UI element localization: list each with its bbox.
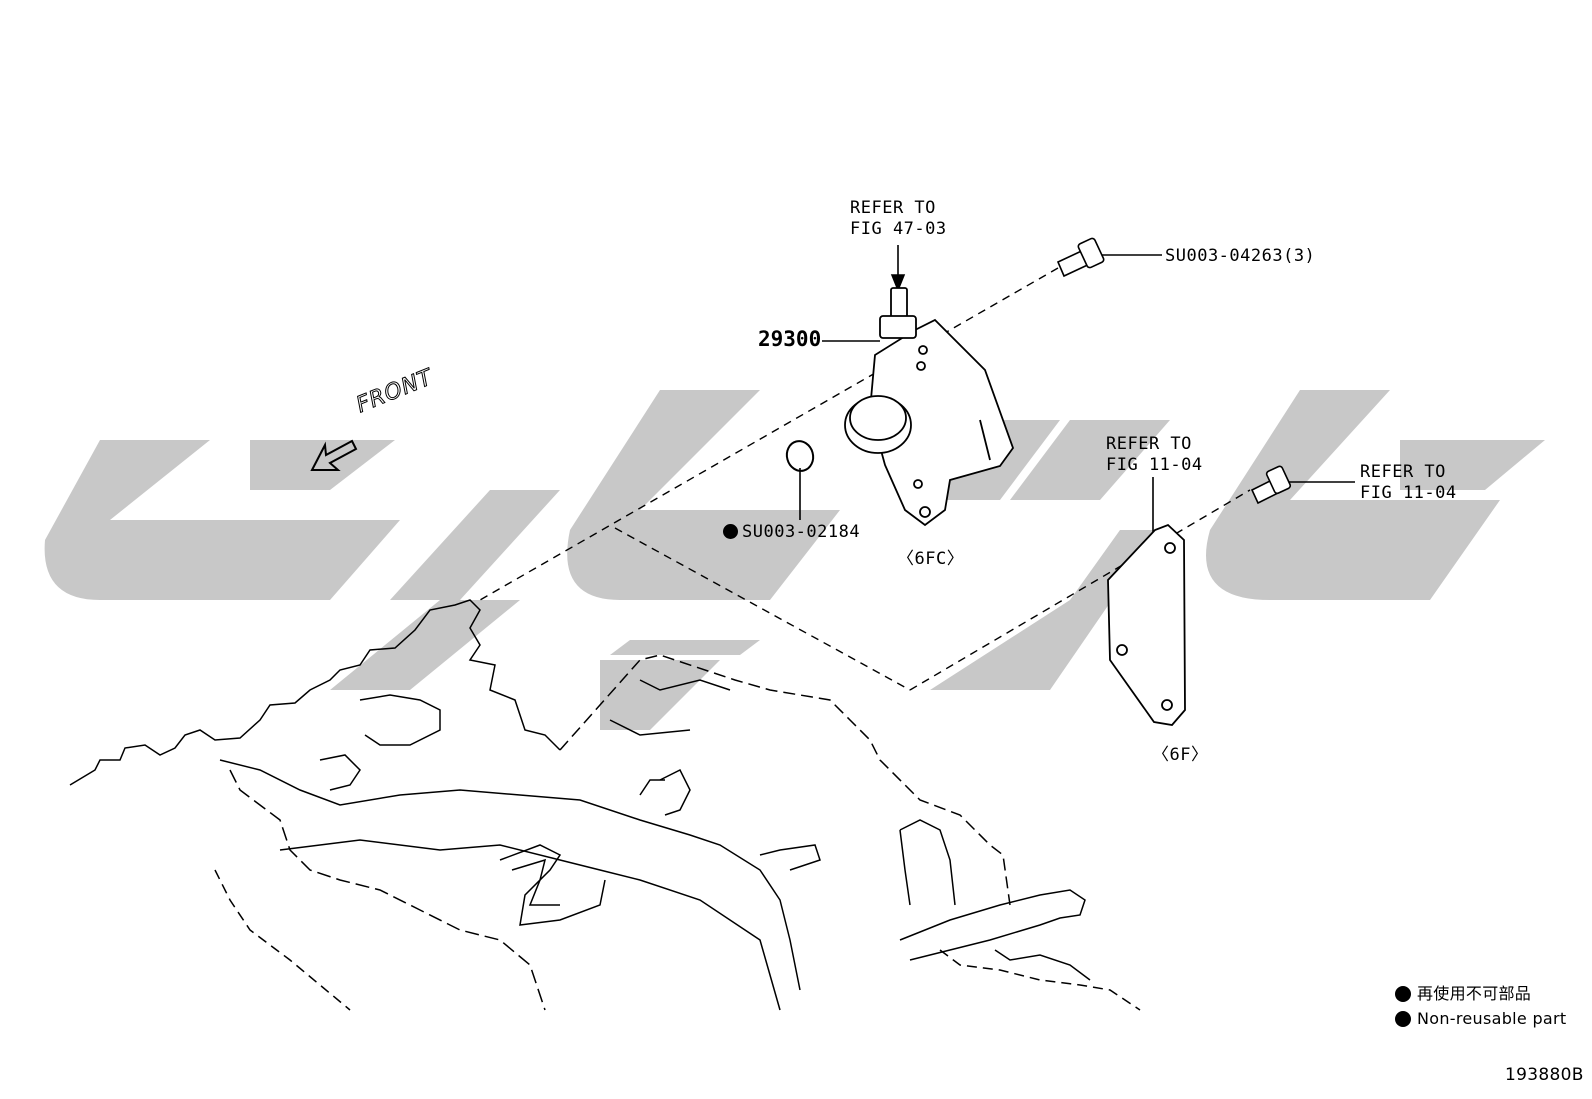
o-ring-icon xyxy=(785,440,815,472)
refer-top-line2: FIG 47-03 xyxy=(850,219,947,239)
assembly-dashed-lines xyxy=(479,267,1251,691)
legend-jp: 再使用不可部品 xyxy=(1417,984,1532,1003)
refer-mid-line1: REFER TO xyxy=(1106,434,1192,454)
engine-outline xyxy=(69,599,1141,1011)
plate-variant-code: 〈6F〉 xyxy=(1152,745,1209,765)
refer-top-line1: REFER TO xyxy=(850,198,936,218)
legend-dot-jp-icon xyxy=(1395,986,1411,1002)
bolt-top-icon xyxy=(1056,237,1105,278)
bolt-right-icon xyxy=(1250,465,1292,505)
pump-variant-code: 〈6FC〉 xyxy=(897,549,965,569)
oring-part-number-text: SU003-02184 xyxy=(742,522,861,542)
pump-part-number: 29300 xyxy=(758,327,822,351)
bolt-top-part-number: SU003-04263(3) xyxy=(1165,246,1316,266)
refer-mid-line2: FIG 11-04 xyxy=(1106,455,1203,475)
leader-lines xyxy=(799,245,1355,540)
refer-right-line2: FIG 11-04 xyxy=(1360,483,1457,503)
front-arrow-icon xyxy=(310,439,358,471)
oring-part-number: SU003-02184 xyxy=(723,522,860,542)
refer-right-line1: REFER TO xyxy=(1360,462,1446,482)
figure-id: 193880B xyxy=(1505,1065,1584,1085)
vacuum-pump-icon xyxy=(844,287,1015,527)
gasket-plate-icon xyxy=(1107,523,1186,726)
legend-dot-en-icon xyxy=(1395,1011,1411,1027)
non-reusable-dot-icon xyxy=(723,524,738,539)
legend-en: Non-reusable part xyxy=(1417,1009,1567,1028)
